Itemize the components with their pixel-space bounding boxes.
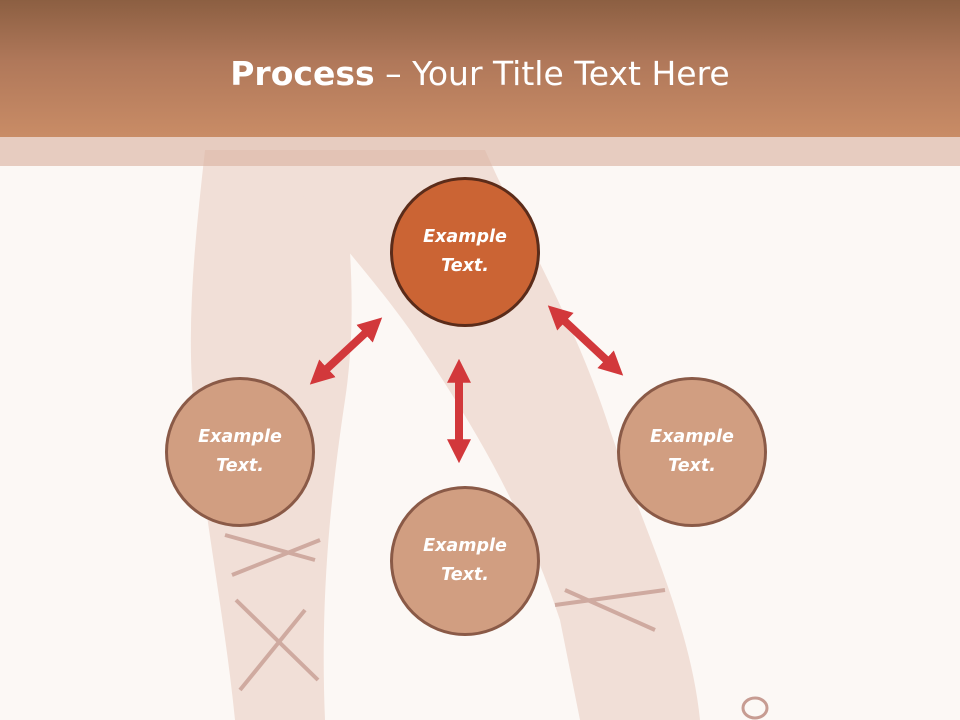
header-band [0, 137, 960, 166]
node-left-text: Example Text. [198, 427, 282, 476]
node-bottom: Example Text. [390, 486, 540, 636]
node-center: Example Text. [390, 177, 540, 327]
arrow-center-right [547, 305, 624, 376]
node-center-text: Example Text. [423, 227, 507, 276]
title-header [0, 0, 960, 137]
node-right: Example Text. [617, 377, 767, 527]
node-left: Example Text. [165, 377, 315, 527]
title-rest: – Your Title Text Here [374, 54, 730, 93]
slide-title: Process – Your Title Text Here [0, 52, 960, 96]
arrow-center-left [309, 317, 383, 385]
node-bottom-text: Example Text. [423, 536, 507, 585]
node-right-text: Example Text. [650, 427, 734, 476]
title-bold: Process [230, 54, 375, 93]
